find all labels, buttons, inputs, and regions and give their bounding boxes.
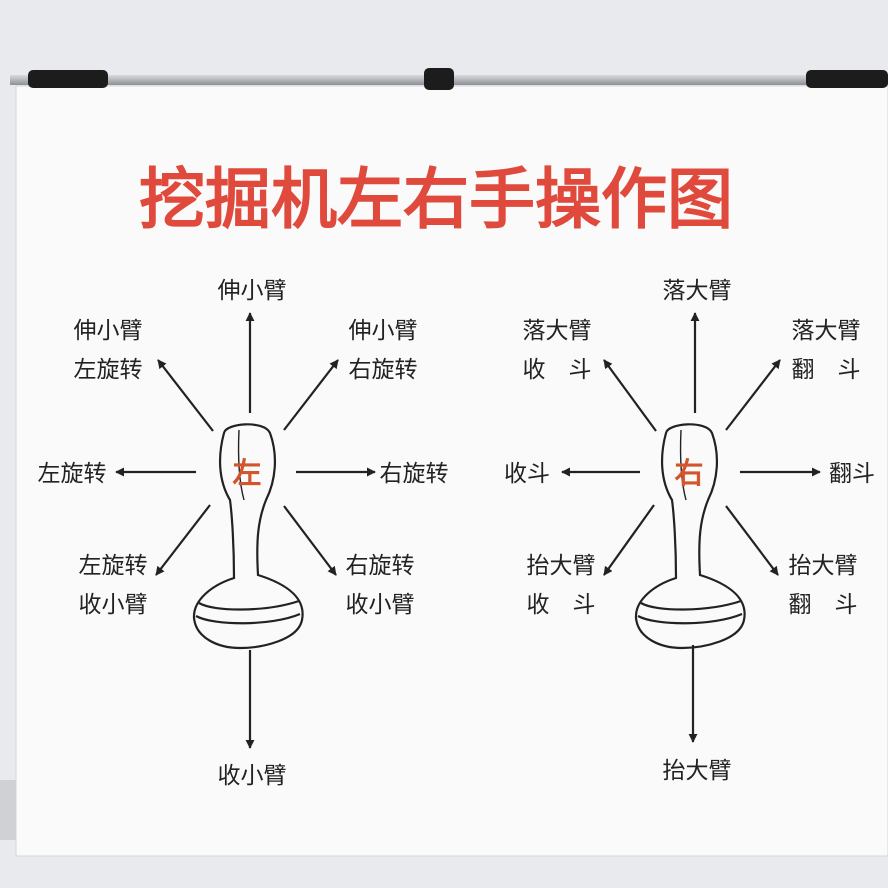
right-label-up-left-1: 落大臂	[523, 318, 592, 344]
left-label-up-left-2: 左旋转	[74, 357, 143, 383]
rail-clip-center	[424, 68, 454, 90]
left-label-up-right-2: 右旋转	[349, 357, 418, 383]
left-joystick-icon	[192, 423, 304, 650]
left-label-up: 伸小臂	[218, 278, 287, 304]
right-joystick-icon	[634, 423, 746, 650]
right-label-down-left-1: 抬大臂	[527, 553, 596, 579]
right-label-down-left-2: 收 斗	[527, 592, 596, 618]
left-arrow-up-left	[157, 359, 214, 432]
left-arrow-down-right	[283, 505, 337, 576]
left-label-down-left-1: 左旋转	[79, 553, 148, 579]
left-arrow-down-left	[155, 504, 211, 576]
right-joystick-diagram	[561, 312, 821, 743]
left-label-down-right-2: 收小臂	[346, 592, 415, 618]
right-label-down-right-1: 抬大臂	[789, 553, 858, 579]
left-label-right: 右旋转	[380, 461, 449, 487]
diagram-title: 挖掘机左右手操作图	[139, 161, 733, 238]
right-handle-label: 右	[674, 456, 703, 490]
right-arrow-up-right	[725, 359, 781, 431]
left-label-down: 收小臂	[218, 763, 287, 789]
right-arrow-down-right	[725, 505, 779, 576]
right-label-up-right-1: 落大臂	[792, 318, 861, 344]
left-label-up-left-1: 伸小臂	[74, 318, 143, 344]
left-label-down-left-2: 收小臂	[79, 592, 148, 618]
left-label-down-right-1: 右旋转	[346, 553, 415, 579]
right-label-right: 翻斗	[829, 461, 875, 487]
board-stand	[0, 780, 16, 840]
right-label-down-right-2: 翻 斗	[789, 592, 858, 618]
left-joystick-diagram	[115, 312, 376, 749]
right-label-up-left-2: 收 斗	[523, 357, 592, 383]
left-handle-label: 左	[232, 456, 261, 490]
right-arrow-up-left	[603, 359, 657, 432]
right-label-down: 抬大臂	[663, 758, 732, 784]
right-label-left: 收斗	[504, 461, 550, 487]
right-arrow-down-left	[603, 504, 655, 576]
left-arrow-up-right	[283, 359, 339, 431]
right-label-up-right-2: 翻 斗	[792, 357, 861, 383]
rail-clip-left	[28, 70, 108, 88]
rail-clip-right	[806, 70, 888, 88]
left-label-up-right-1: 伸小臂	[349, 318, 418, 344]
left-label-left: 左旋转	[38, 461, 107, 487]
right-label-up: 落大臂	[663, 278, 732, 304]
